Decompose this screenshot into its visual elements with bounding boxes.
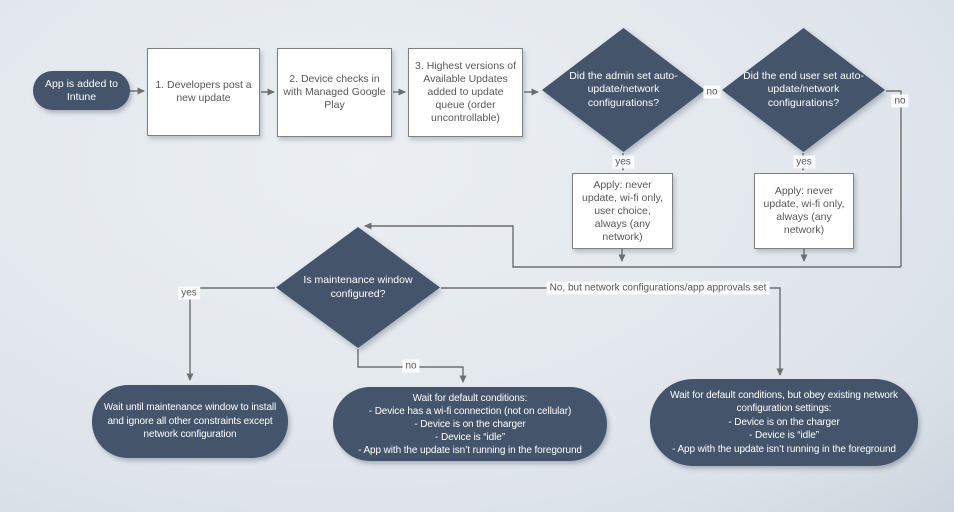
wait-network-line: - Device is on the charger [728,416,840,428]
edge-label-maintenance-branch: No, but network configurations/app appro… [546,281,770,295]
wait-network-line: - App with the update isn’t running in t… [672,443,896,455]
maintenance-decision-shape: Is maintenance window configured? [276,227,440,348]
node-start: App is added to Intune [33,71,130,110]
edge-label-admin-yes: yes [612,155,634,169]
node-step3-label: 3. Highest versions of Available Updates… [415,60,516,124]
user-decision-label: Did the end user set auto-update/network… [743,69,864,109]
node-apply-admin: Apply: never update, wi-fi only, user ch… [572,173,673,249]
wait-default-line: - Device has a wi-fi connection (not on … [368,405,572,417]
edge-label-maintenance-yes: yes [178,286,200,300]
edge-label-maintenance-no: no [402,359,420,373]
node-maintenance-decision: Is maintenance window configured? [276,227,440,348]
wait-default-line: - App with the update isn’t running in t… [358,444,582,456]
node-wait-network: Wait for default conditions, but obey ex… [650,379,918,466]
maintenance-decision-label: Is maintenance window configured? [303,274,413,300]
edge-label-user-yes: yes [793,155,815,169]
wait-network-line: - Device is “idle” [749,430,819,442]
edge-maintenance-yes-wait [186,287,275,381]
wait-default-line: - Device is “idle” [435,431,505,443]
node-wait-default: Wait for default conditions: - Device ha… [333,387,607,461]
node-wait-maintenance: Wait until maintenance window to install… [92,385,288,458]
edge-collector-maintenance-decision [364,222,901,268]
node-step1: 1. Developers post a new update [147,48,260,136]
wait-maintenance-label: Wait until maintenance window to install… [103,402,277,441]
apply-user-label: Apply: never update, wi-fi only, always … [763,185,845,236]
wait-default-line: - Device is on the charger [414,418,526,430]
node-admin-decision: Did the admin set auto-update/network co… [542,28,705,152]
wait-network-line: Wait for default conditions, but obey ex… [670,389,898,415]
node-user-decision: Did the end user set auto-update/network… [722,28,885,152]
admin-decision-label: Did the admin set auto-update/network co… [569,69,678,109]
node-step2: 2. Device checks in with Managed Google … [277,48,392,137]
user-decision-shape: Did the end user set auto-update/network… [722,28,885,152]
node-apply-user: Apply: never update, wi-fi only, always … [754,173,854,249]
node-step1-label: 1. Developers post a new update [155,79,252,104]
wait-default-line: Wait for default conditions: [412,392,528,404]
edge-maintenance-branch-wait-network [441,287,784,376]
admin-decision-shape: Did the admin set auto-update/network co… [542,28,705,152]
node-step3: 3. Highest versions of Available Updates… [408,48,523,137]
node-start-label: App is added to Intune [45,77,118,103]
node-step2-label: 2. Device checks in with Managed Google … [283,73,386,111]
edge-label-user-no: no [891,94,909,108]
apply-admin-label: Apply: never update, wi-fi only, user ch… [582,178,663,243]
edge-label-admin-no: no [703,85,721,99]
edge-user-no-collector [886,90,902,267]
